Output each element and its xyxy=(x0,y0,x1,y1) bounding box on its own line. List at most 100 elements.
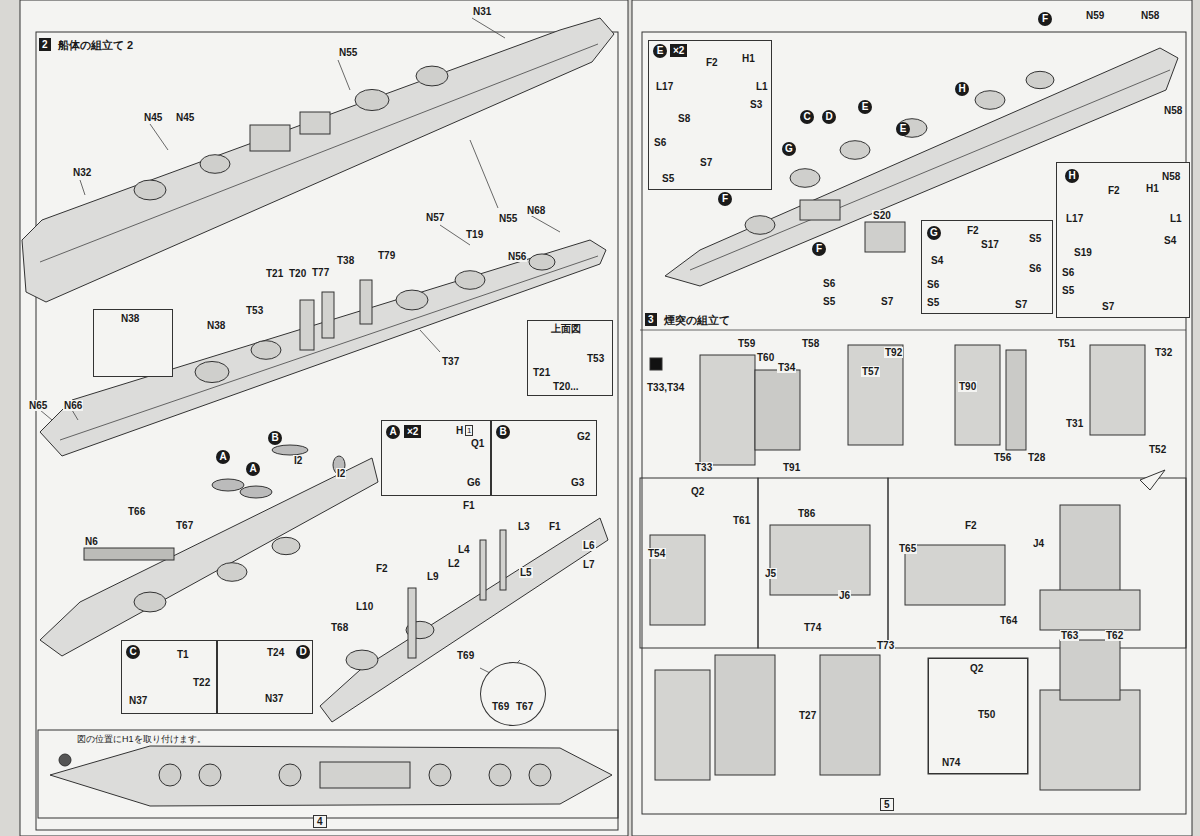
superstructure xyxy=(800,200,840,220)
mast xyxy=(408,588,416,658)
part-number: L6 xyxy=(582,540,596,551)
turret xyxy=(840,141,870,160)
part-number: H1 xyxy=(741,53,756,64)
deck-line xyxy=(60,256,598,440)
hull xyxy=(50,746,612,806)
part-number: N66 xyxy=(63,400,83,411)
part-number: T77 xyxy=(311,267,330,278)
part-number: S3 xyxy=(749,99,763,110)
part-number: T61 xyxy=(732,515,751,526)
part-number: L17 xyxy=(655,81,674,92)
boat xyxy=(272,445,308,455)
superstructure xyxy=(320,762,410,788)
part-number: T53 xyxy=(245,305,264,316)
part-number: T21 xyxy=(532,367,551,378)
turret xyxy=(134,180,166,200)
part-number: T33 xyxy=(694,462,713,473)
page-number: 4 xyxy=(313,815,327,828)
part-letter: F xyxy=(718,192,732,206)
part-number: F2 xyxy=(964,520,978,531)
part-number: T52 xyxy=(1148,444,1167,455)
part-number: F1 xyxy=(548,521,562,532)
turret xyxy=(159,764,181,786)
part-number: T57 xyxy=(861,366,880,377)
turret-detail xyxy=(865,222,905,252)
funnel-assembly xyxy=(1040,690,1140,790)
turret xyxy=(897,119,927,138)
part-number: T66 xyxy=(127,506,146,517)
part-number: S5 xyxy=(1028,233,1042,244)
part-number: T79 xyxy=(377,250,396,261)
hull xyxy=(320,518,608,722)
part-number: S7 xyxy=(1014,299,1028,310)
part-number: S20 xyxy=(872,210,892,221)
part-number: L5 xyxy=(519,567,533,578)
part-number: T20 xyxy=(288,268,307,279)
leader-line xyxy=(80,180,85,195)
step-frame xyxy=(758,478,888,648)
part-number: S6 xyxy=(1061,267,1075,278)
part-number: L3 xyxy=(517,521,531,532)
part-number: T67 xyxy=(175,520,194,531)
section-title: 煙突の組立て xyxy=(663,313,731,327)
part-number: G3 xyxy=(570,477,585,488)
part-number: H1 xyxy=(1145,183,1160,194)
turret xyxy=(200,155,230,174)
part-letter: G xyxy=(782,142,796,156)
part-number: T63 xyxy=(1060,630,1079,641)
part-number: N55 xyxy=(338,47,358,58)
part-letter: E xyxy=(896,122,910,136)
part-number: L1 xyxy=(1169,213,1183,224)
part-letter: D xyxy=(296,645,310,659)
part-number: T32 xyxy=(1154,347,1173,358)
part-number: T60 xyxy=(756,352,775,363)
part-letter: A xyxy=(246,462,260,476)
part-number: S5 xyxy=(822,296,836,307)
part-number: ×2 xyxy=(670,44,687,57)
detail-circle: T69T67 xyxy=(480,662,546,726)
turret xyxy=(272,537,300,554)
funnel-assembly xyxy=(820,655,880,775)
part-number: T53 xyxy=(586,353,605,364)
page-right xyxy=(632,0,1192,836)
part-number: T50 xyxy=(977,709,996,720)
part-number: L4 xyxy=(457,544,471,555)
part-letter: C xyxy=(800,110,814,124)
inset-box: 上面図T21T53T20... xyxy=(527,320,613,396)
part-number: ×2 xyxy=(404,425,421,438)
part-number: N32 xyxy=(72,167,92,178)
part-letter: C xyxy=(126,645,140,659)
part-letter: F xyxy=(1038,12,1052,26)
caution-icon xyxy=(650,358,662,370)
part-number: S19 xyxy=(1073,247,1093,258)
part-number: G2 xyxy=(576,431,591,442)
callout-pointer xyxy=(1140,470,1165,490)
part-number: T33,T34 xyxy=(646,382,685,393)
part-number: N58 xyxy=(1163,105,1183,116)
funnel-assembly xyxy=(1060,640,1120,700)
part-number: T91 xyxy=(782,462,801,473)
part-number: S5 xyxy=(661,173,675,184)
turret xyxy=(346,650,378,670)
part-letter: G xyxy=(927,226,941,240)
part-number: S4 xyxy=(1163,235,1177,246)
part-number: N55 xyxy=(498,213,518,224)
step-frame xyxy=(640,478,758,648)
part-letter: B xyxy=(268,431,282,445)
part-number: T62 xyxy=(1105,630,1124,641)
boat xyxy=(240,486,272,498)
part-number: F2 xyxy=(375,563,389,574)
inset-box: A×2H1Q1G6 xyxy=(381,420,491,496)
funnel-part xyxy=(848,345,903,445)
part-number: N45 xyxy=(175,112,195,123)
turret xyxy=(975,91,1005,110)
part-number: L17 xyxy=(1065,213,1084,224)
part-number: L9 xyxy=(426,571,440,582)
part-number: I2 xyxy=(293,455,303,466)
mast xyxy=(322,292,334,338)
part-number: 上面図 xyxy=(550,323,582,334)
turret xyxy=(279,764,301,786)
leader-line xyxy=(40,410,52,420)
part-number: T86 xyxy=(797,508,816,519)
part-number: T67 xyxy=(515,701,534,712)
